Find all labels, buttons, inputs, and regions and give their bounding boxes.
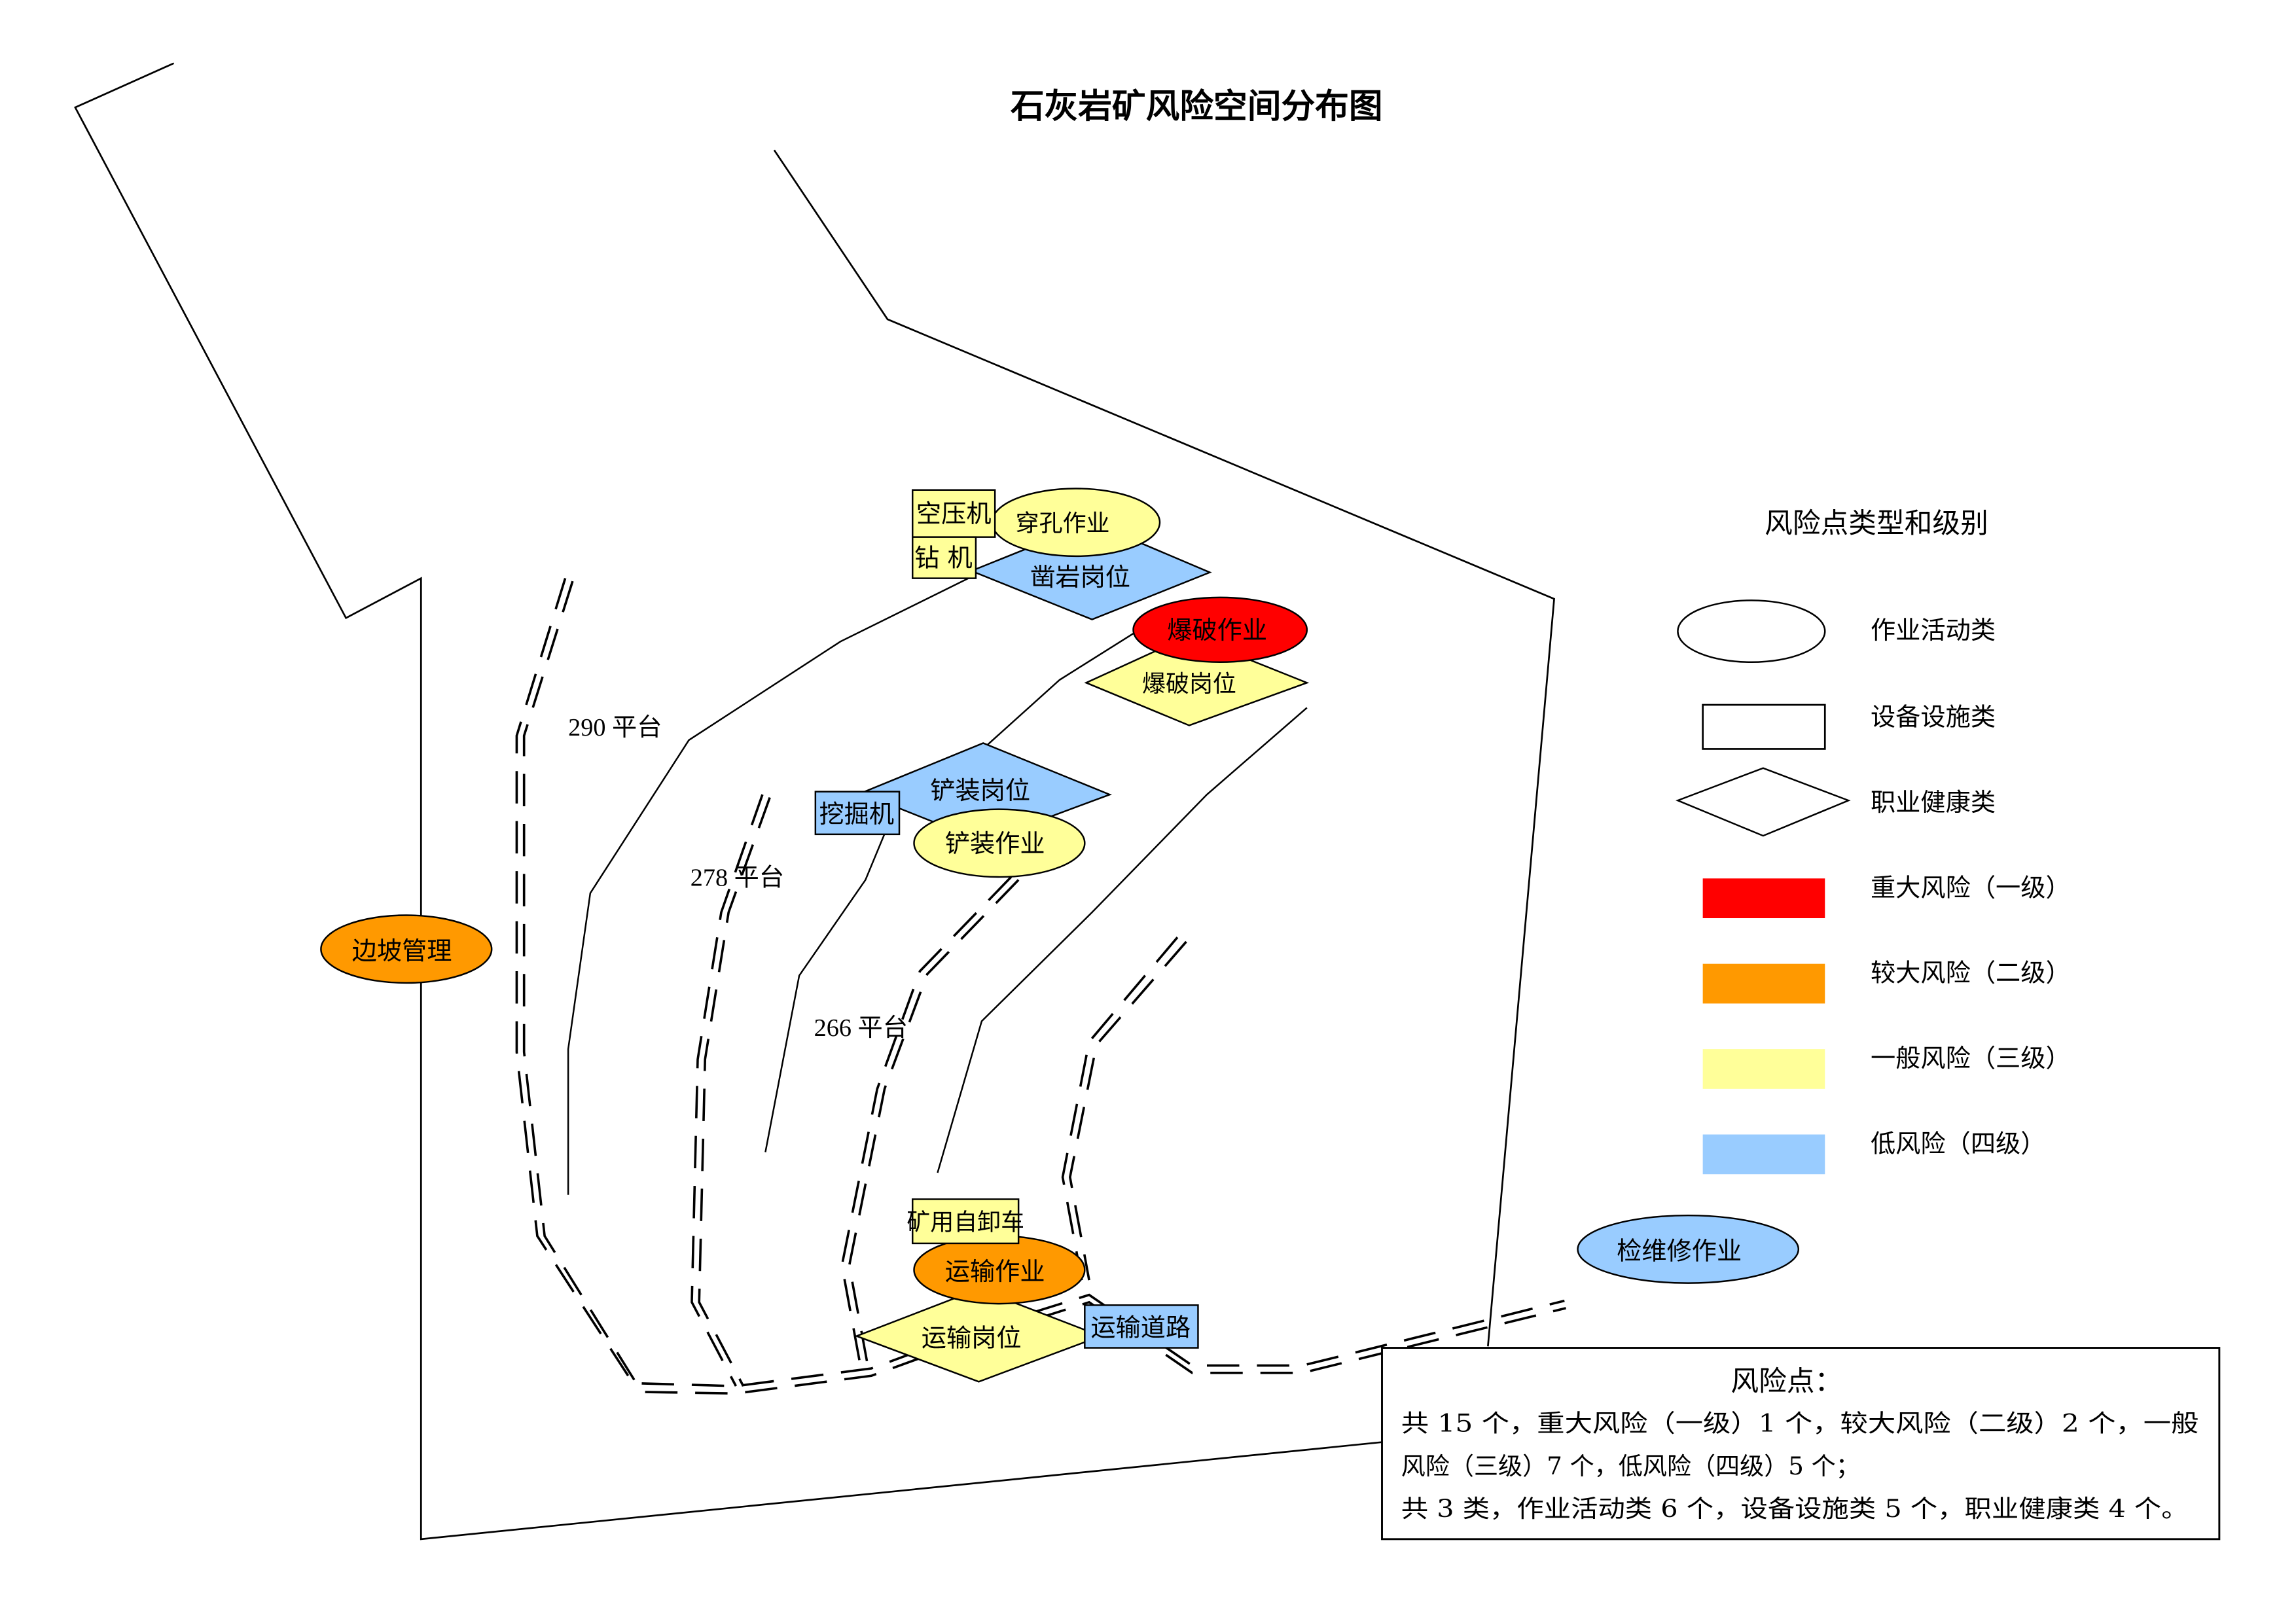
risk-point-blasting-operation[interactable]: 爆破作业 — [1132, 596, 1308, 664]
risk-point-mining-dump-truck[interactable]: 矿用自卸车 — [906, 1198, 1024, 1245]
legend-item-activity: 作业活动类 — [1677, 599, 1996, 664]
risk-label: 爆破作业 — [1167, 616, 1267, 645]
haul-road — [515, 578, 1566, 1395]
risk-label: 检维修作业 — [1617, 1238, 1742, 1266]
summary-border — [1381, 1347, 2221, 1541]
rect-shape — [1084, 1304, 1199, 1349]
contour-278-upper — [985, 614, 1164, 747]
rect-shape — [912, 489, 996, 538]
risk-point-air-compressor[interactable]: 空压机 — [912, 489, 996, 538]
risk-point-haul-road[interactable]: 运输道路 — [1084, 1304, 1199, 1349]
risk-label: 矿用自卸车 — [906, 1209, 1024, 1236]
summary-line-3: 共 3 类，作业活动类 6 个，设备设施类 5 个，职业健康类 4 个。 — [1401, 1495, 2189, 1523]
road-mid-b — [698, 797, 771, 1387]
legend-item-health: 职业健康类 — [1676, 767, 1996, 837]
road-east-a — [1061, 936, 1179, 1281]
road-mid-a — [691, 794, 764, 1387]
road-inner-a — [840, 876, 1013, 1362]
risk-point-maintenance-operation[interactable]: 检维修作业 — [1577, 1214, 1800, 1284]
legend-swatch-yellow — [1702, 1049, 1825, 1089]
rect-shape — [912, 536, 977, 579]
legend-title: 风险点类型和级别 — [1765, 507, 1988, 540]
mine-boundary-left — [74, 62, 1384, 1541]
risk-point-transport-operation[interactable]: 运输作业 — [913, 1235, 1086, 1305]
legend-label: 职业健康类 — [1871, 789, 1996, 817]
risk-point-drilling-operation[interactable]: 穿孔作业 — [991, 488, 1161, 558]
road-outer-b — [522, 580, 1566, 1395]
summary-box: 风险点： 共 15 个，重大风险（一级）1 个，较大风险（二级）2 个，一般 风… — [1381, 1347, 2221, 1541]
legend: 风险点类型和级别 作业活动类 设备设施类 职业健康类 重大风险（一级） 较大风险… — [1676, 507, 2071, 1175]
risk-label: 运输道路 — [1090, 1314, 1191, 1343]
contour-266 — [937, 707, 1308, 1173]
legend-item-level1: 重大风险（一级） — [1702, 874, 2071, 919]
platform-label-278: 278 平台 — [691, 864, 784, 892]
risk-point-loading-operation[interactable]: 铲装作业 — [913, 808, 1086, 878]
risk-label: 运输作业 — [945, 1258, 1045, 1287]
ellipse-shape — [320, 914, 493, 984]
mine-boundary-right — [773, 149, 1555, 1347]
risk-label: 边坡管理 — [352, 937, 452, 966]
legend-label: 低风险（四级） — [1871, 1130, 2046, 1159]
legend-label: 重大风险（一级） — [1871, 874, 2071, 902]
contour-278 — [764, 801, 899, 1152]
platform-label-290: 290 平台 — [568, 713, 662, 741]
ellipse-shape — [1132, 596, 1308, 664]
rect-shape — [912, 1198, 1020, 1245]
legend-diamond-icon — [1676, 767, 1851, 837]
risk-label: 挖掘机 — [819, 800, 894, 829]
risk-point-slope-management[interactable]: 边坡管理 — [320, 914, 493, 984]
legend-label: 作业活动类 — [1871, 616, 1996, 645]
legend-swatch-orange — [1702, 963, 1825, 1004]
ellipse-shape — [1577, 1214, 1800, 1284]
risk-label: 空压机 — [916, 500, 992, 529]
risk-label: 铲装作业 — [945, 830, 1045, 859]
legend-label: 一般风险（三级） — [1871, 1044, 2071, 1073]
risk-label: 爆破岗位 — [1142, 671, 1236, 698]
platform-label-266: 266 平台 — [814, 1014, 908, 1042]
legend-swatch-blue — [1702, 1134, 1825, 1175]
contour-290 — [567, 576, 972, 1195]
summary-title: 风险点： — [1731, 1365, 1842, 1398]
risk-label: 凿岩岗位 — [1030, 563, 1130, 592]
legend-label: 设备设施类 — [1871, 703, 1996, 732]
risk-label: 穿孔作业 — [1016, 510, 1110, 537]
legend-item-equipment: 设备设施类 — [1702, 703, 1996, 750]
ellipse-shape — [913, 808, 1086, 878]
legend-swatch-red — [1702, 878, 1825, 919]
rect-shape — [814, 791, 901, 836]
summary-line-2: 风险（三级）7 个，低风险（四级）5 个； — [1401, 1452, 1860, 1480]
map-title: 石灰岩矿风险空间分布图 — [1010, 87, 1383, 126]
legend-item-level3: 一般风险（三级） — [1702, 1044, 2071, 1089]
summary-line-1: 共 15 个，重大风险（一级）1 个，较大风险（二级）2 个，一般 — [1401, 1410, 2199, 1438]
risk-label: 钻 机 — [914, 544, 973, 573]
road-outer-a — [515, 578, 1565, 1387]
road-inner-b — [848, 879, 1020, 1362]
legend-rect-icon — [1702, 704, 1826, 750]
risk-label: 铲装岗位 — [930, 777, 1030, 806]
legend-label: 较大风险（二级） — [1871, 959, 2071, 988]
risk-label: 运输岗位 — [922, 1324, 1022, 1353]
legend-item-level2: 较大风险（二级） — [1702, 959, 2071, 1004]
road-east-b — [1069, 940, 1187, 1281]
risk-point-drill-rig[interactable]: 钻 机 — [912, 536, 977, 579]
legend-ellipse-icon — [1677, 599, 1826, 664]
legend-item-level4: 低风险（四级） — [1702, 1130, 2046, 1175]
risk-point-excavator[interactable]: 挖掘机 — [814, 791, 901, 836]
